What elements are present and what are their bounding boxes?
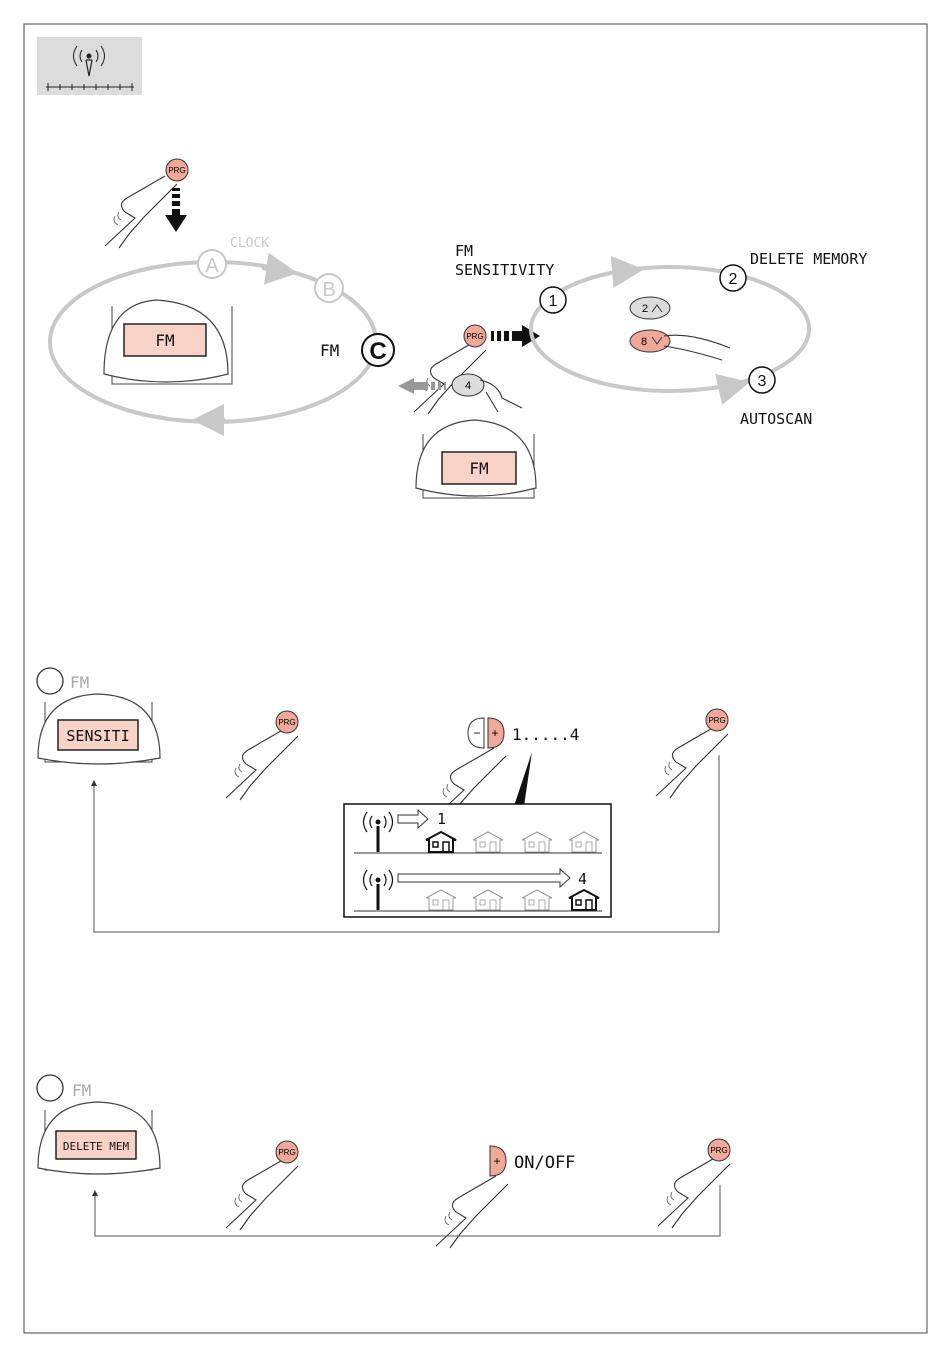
- node-a: A: [198, 250, 226, 278]
- svg-text:PRG: PRG: [466, 332, 483, 341]
- prg-press-sensitivity-1: PRG: [226, 711, 298, 800]
- delete-memory-label: DELETE MEMORY: [750, 250, 867, 268]
- step-2-node: 2: [720, 265, 746, 291]
- return-path-delete: [95, 1185, 720, 1236]
- submenu-title-line2: SENSITIVITY: [455, 261, 554, 279]
- svg-text:PRG: PRG: [710, 1146, 727, 1155]
- sensitivity-callout-box: 1 4: [344, 804, 611, 917]
- svg-text:2: 2: [729, 271, 738, 288]
- step-3-node: 3: [749, 367, 775, 393]
- svg-text:PRG: PRG: [708, 716, 725, 725]
- svg-text:4: 4: [465, 380, 471, 392]
- key-down-button[interactable]: 8: [630, 330, 730, 360]
- svg-text:1: 1: [437, 810, 446, 828]
- radio-display-delete: DELETE MEM: [38, 1102, 160, 1174]
- down-arrow-icon: [165, 188, 187, 232]
- svg-text:1: 1: [549, 293, 558, 310]
- svg-text:4: 4: [578, 870, 587, 888]
- clock-label: CLOCK: [230, 236, 269, 251]
- page-frame: [24, 24, 927, 1333]
- radio-display-main: FM: [104, 300, 232, 384]
- step-circle-empty: [37, 668, 63, 694]
- svg-text:FM: FM: [155, 331, 174, 350]
- svg-text:+: +: [493, 1154, 500, 1168]
- radio-display-sensitivity: SENSITI: [38, 694, 160, 764]
- radio-antenna-scale-icon: [37, 37, 142, 95]
- fm-label-grey: FM: [70, 673, 89, 692]
- svg-text:−: −: [473, 726, 480, 740]
- svg-text:PRG: PRG: [168, 166, 185, 175]
- prg-press-sensitivity-2: PRG: [656, 709, 728, 798]
- plus-key-delete: +: [436, 1146, 508, 1248]
- step-1-node: 1: [540, 287, 566, 313]
- step-circle-empty: [37, 1075, 63, 1101]
- submenu-title-line1: FM: [455, 242, 473, 260]
- key-4-press: 4: [452, 374, 522, 412]
- svg-text:C: C: [369, 338, 386, 365]
- on-off-label: ON/OFF: [514, 1153, 575, 1173]
- fm-label-grey: FM: [72, 1081, 91, 1100]
- key-up-button[interactable]: 2: [630, 297, 670, 319]
- svg-text:B: B: [322, 279, 335, 301]
- prg-press-delete-2: PRG: [658, 1139, 730, 1228]
- svg-text:PRG: PRG: [278, 1148, 295, 1157]
- svg-text:3: 3: [758, 373, 767, 390]
- svg-text:PRG: PRG: [278, 718, 295, 727]
- node-b: B: [315, 274, 343, 302]
- sensitivity-range: 1.....4: [512, 725, 579, 744]
- svg-text:A: A: [205, 255, 219, 277]
- svg-text:FM: FM: [469, 459, 488, 478]
- svg-text:DELETE MEM: DELETE MEM: [63, 1140, 130, 1153]
- autoscan-label: AUTOSCAN: [740, 410, 812, 428]
- fm-mode-label: FM: [320, 341, 339, 360]
- svg-text:2: 2: [642, 303, 648, 315]
- svg-text:SENSITI: SENSITI: [66, 727, 129, 745]
- svg-text:+: +: [491, 726, 498, 740]
- node-c: C: [362, 334, 394, 366]
- svg-text:8: 8: [641, 336, 647, 348]
- prg-press-middle: PRG: [414, 325, 486, 414]
- prg-press-delete-1: PRG: [226, 1141, 298, 1230]
- callout-pointer: [514, 752, 532, 806]
- radio-display-secondary: FM: [416, 420, 536, 498]
